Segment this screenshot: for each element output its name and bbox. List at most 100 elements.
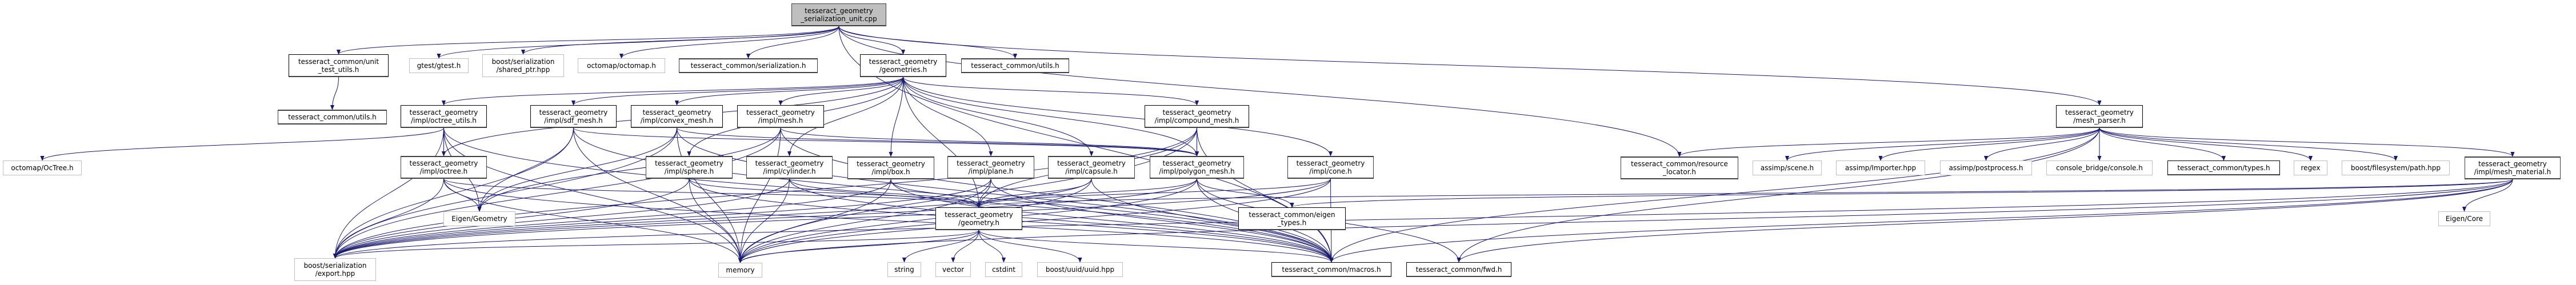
node-label-line: /geometry.h — [958, 218, 999, 227]
node-compound-mesh[interactable]: tesseract_geometry/impl/compound_mesh.h — [1145, 105, 1249, 128]
edge-mesh_parser-to-path — [2099, 127, 2398, 161]
node-box[interactable]: tesseract_geometry/impl/box.h — [847, 156, 934, 179]
node-label-line: tesseract_geometry — [655, 159, 723, 167]
node-label-line: tesseract_geometry — [409, 108, 478, 117]
node-label-line: /impl/sdf_mesh.h — [544, 116, 603, 125]
edge-sdf_mesh-to-memory — [573, 127, 743, 263]
node-label-line: /impl/compound_mesh.h — [1154, 116, 1239, 125]
edge-root-to-unit_test_utils — [337, 26, 839, 55]
edge-plane-to-export — [333, 178, 991, 259]
edge-polygon_mesh-to-eigen_types — [1197, 178, 1294, 208]
edge-geometry-to-cstdint — [978, 230, 1006, 263]
node-postprocess: assimp/postprocess.h — [1940, 160, 2032, 175]
node-label-line: /impl/convex_mesh.h — [640, 116, 714, 125]
node-export: boost/serialization/export.hpp — [294, 258, 376, 281]
edge-geometries-to-box — [889, 77, 903, 157]
node-label-line: tesseract_geometry — [642, 108, 711, 117]
node-eigen-types[interactable]: tesseract_common/eigen_types.h — [1238, 207, 1346, 230]
node-label-line: tesseract_geometry — [755, 159, 824, 167]
edge-capsule-to-macros — [1091, 178, 1334, 263]
node-label-line: /impl/sphere.h — [664, 167, 714, 175]
node-label-line: tesseract_geometry — [1162, 108, 1231, 117]
edge-sdf_mesh-to-Eigen_Geometry — [477, 127, 574, 212]
edge-geometry-to-string — [902, 230, 979, 263]
node-label-line: assimp/Importer.hpp — [1845, 164, 1917, 172]
node-geometries[interactable]: tesseract_geometry/geometries.h — [860, 54, 946, 77]
node-unit-test-utils[interactable]: tesseract_common/unit_test_utils.h — [289, 54, 389, 77]
node-serialization[interactable]: tesseract_common/serialization.h — [679, 58, 818, 73]
node-sdf-mesh[interactable]: tesseract_geometry/impl/sdf_mesh.h — [530, 105, 617, 128]
edge-convex_mesh-to-export — [333, 127, 677, 259]
edge-mesh-to-memory — [738, 127, 781, 263]
edge-geometry-to-uuid — [978, 230, 1082, 263]
node-root: tesseract_geometry_serialization_unit.cp… — [791, 3, 886, 26]
edge-mesh_material-to-Eigen_Core — [2462, 179, 2513, 212]
node-octree-utils[interactable]: tesseract_geometry/impl/octree_utils.h — [401, 105, 487, 128]
node-Eigen-Geometry: Eigen/Geometry — [443, 211, 515, 226]
node-label-line: /impl/mesh.h — [758, 116, 803, 125]
node-types[interactable]: tesseract_common/types.h — [2167, 160, 2280, 175]
node-octree[interactable]: tesseract_geometry/impl/octree.h — [401, 156, 487, 179]
edge-geometries-to-cylinder — [787, 77, 903, 156]
node-label-line: boost/uuid/uuid.hpp — [1045, 266, 1115, 274]
node-fwd[interactable]: tesseract_common/fwd.h — [1406, 262, 1511, 277]
node-mesh-material[interactable]: tesseract_geometry/impl/mesh_material.h — [2465, 156, 2561, 179]
node-macros[interactable]: tesseract_common/macros.h — [1271, 262, 1391, 277]
edge-geometries-to-polygon_mesh — [903, 77, 1199, 156]
node-utils1[interactable]: tesseract_common/utils.h — [278, 110, 387, 125]
node-label-line: tesseract_common/unit — [298, 57, 379, 66]
node-octomap: octomap/octomap.h — [578, 58, 665, 73]
edge-mesh_material-to-fwd — [1457, 179, 2513, 263]
node-label-line: tesseract_common/utils.h — [288, 113, 377, 121]
node-label-line: tesseract_geometry — [2065, 108, 2134, 117]
edge-compound_mesh-to-memory — [738, 127, 1197, 263]
edge-mesh-to-polygon_mesh — [780, 127, 1199, 156]
node-Eigen-Core: Eigen/Core — [2438, 211, 2490, 226]
node-label-line: tesseract_geometry — [746, 108, 815, 117]
node-polygon-mesh[interactable]: tesseract_geometry/impl/polygon_mesh.h — [1150, 156, 1244, 179]
edge-mesh_material-to-geometry — [977, 179, 2513, 208]
edge-geometry-to-memory — [738, 230, 979, 263]
edge-octree-to-memory — [443, 178, 743, 263]
node-string: string — [887, 262, 921, 277]
node-label-line: /impl/cylinder.h — [763, 167, 816, 175]
edge-root-to-geometries — [838, 26, 906, 55]
node-utils2[interactable]: tesseract_common/utils.h — [961, 58, 1069, 73]
edge-convex_mesh-to-macros — [677, 127, 1334, 263]
edge-mesh_parser-to-resource_locator — [1677, 127, 2100, 157]
node-label-line: gtest/gtest.h — [417, 62, 461, 70]
edge-mesh_parser-to-regex — [2099, 127, 2313, 161]
edge-geometry-to-vector — [951, 230, 979, 263]
node-capsule[interactable]: tesseract_geometry/impl/capsule.h — [1048, 156, 1135, 179]
node-label-line: boost/serialization — [303, 262, 367, 270]
node-sphere[interactable]: tesseract_geometry/impl/sphere.h — [646, 156, 733, 179]
edge-mesh_material-to-export — [333, 179, 2513, 259]
edge-geometries-to-cone — [903, 77, 1333, 156]
edge-geometries-to-capsule — [903, 77, 1094, 156]
node-label-line: tesseract_geometry — [857, 160, 925, 168]
node-mesh[interactable]: tesseract_geometry/impl/mesh.h — [737, 105, 824, 128]
node-label-line: tesseract_geometry — [957, 159, 1025, 167]
node-cylinder[interactable]: tesseract_geometry/impl/cylinder.h — [746, 156, 833, 179]
node-OcTree: octomap/OcTree.h — [3, 160, 82, 175]
edge-plane-to-macros — [990, 178, 1334, 263]
node-label-line: Eigen/Core — [2445, 215, 2483, 223]
node-cone[interactable]: tesseract_geometry/impl/cone.h — [1287, 156, 1374, 179]
node-label-line: tesseract_common/macros.h — [1282, 265, 1381, 274]
edge-sphere-to-geometry — [689, 178, 981, 208]
edge-root-to-utils2 — [838, 26, 1018, 59]
edge-box-to-macros — [890, 179, 1334, 263]
node-label-line: octomap/octomap.h — [587, 62, 656, 70]
node-label-line: Eigen/Geometry — [451, 215, 507, 223]
node-label-line: tesseract_geometry — [805, 6, 873, 15]
node-regex: regex — [2294, 160, 2327, 175]
node-shared-ptr: boost/serialization/shared_ptr.hpp — [482, 54, 564, 77]
node-plane[interactable]: tesseract_geometry/impl/plane.h — [947, 156, 1034, 179]
node-resource-locator[interactable]: tesseract_common/resource_locator.h — [1621, 156, 1738, 179]
node-geometry[interactable]: tesseract_geometry/geometry.h — [935, 207, 1022, 230]
node-mesh-parser[interactable]: tesseract_geometry/mesh_parser.h — [2056, 105, 2143, 128]
edge-mesh_material-to-macros — [1329, 179, 2513, 263]
node-convex-mesh[interactable]: tesseract_geometry/impl/convex_mesh.h — [631, 105, 723, 128]
node-label-line: octomap/OcTree.h — [11, 164, 74, 172]
